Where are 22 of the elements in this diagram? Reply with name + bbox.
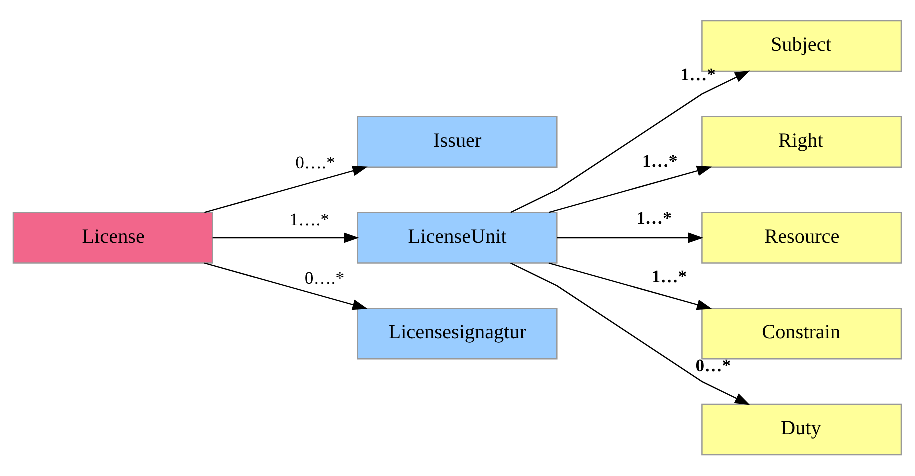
node-box: LicenseUnit: [357, 212, 558, 264]
node-box: Resource: [702, 212, 902, 264]
arrow: [510, 262, 750, 406]
arrow: [510, 70, 750, 214]
arrow: [212, 232, 360, 244]
node-box: Right: [702, 116, 902, 168]
node-box: Licensesignagtur: [357, 308, 558, 360]
arrow: [548, 166, 712, 214]
node-box: Duty: [702, 404, 902, 456]
node-box: Issuer: [357, 116, 558, 168]
edge-label: 1….*: [290, 209, 330, 230]
arrow: [557, 232, 704, 244]
arrow: [204, 166, 368, 214]
edge-label: 0….*: [296, 152, 336, 172]
edge-label: 0….*: [304, 268, 345, 288]
node-box: License: [12, 212, 214, 264]
edge-label: 1…*: [636, 208, 672, 228]
edge-label: 1…*: [652, 266, 688, 287]
node-box: Constrain: [702, 308, 902, 360]
arrow: [548, 262, 712, 310]
edge-label: 1…*: [642, 151, 678, 172]
arrow: [204, 262, 368, 310]
